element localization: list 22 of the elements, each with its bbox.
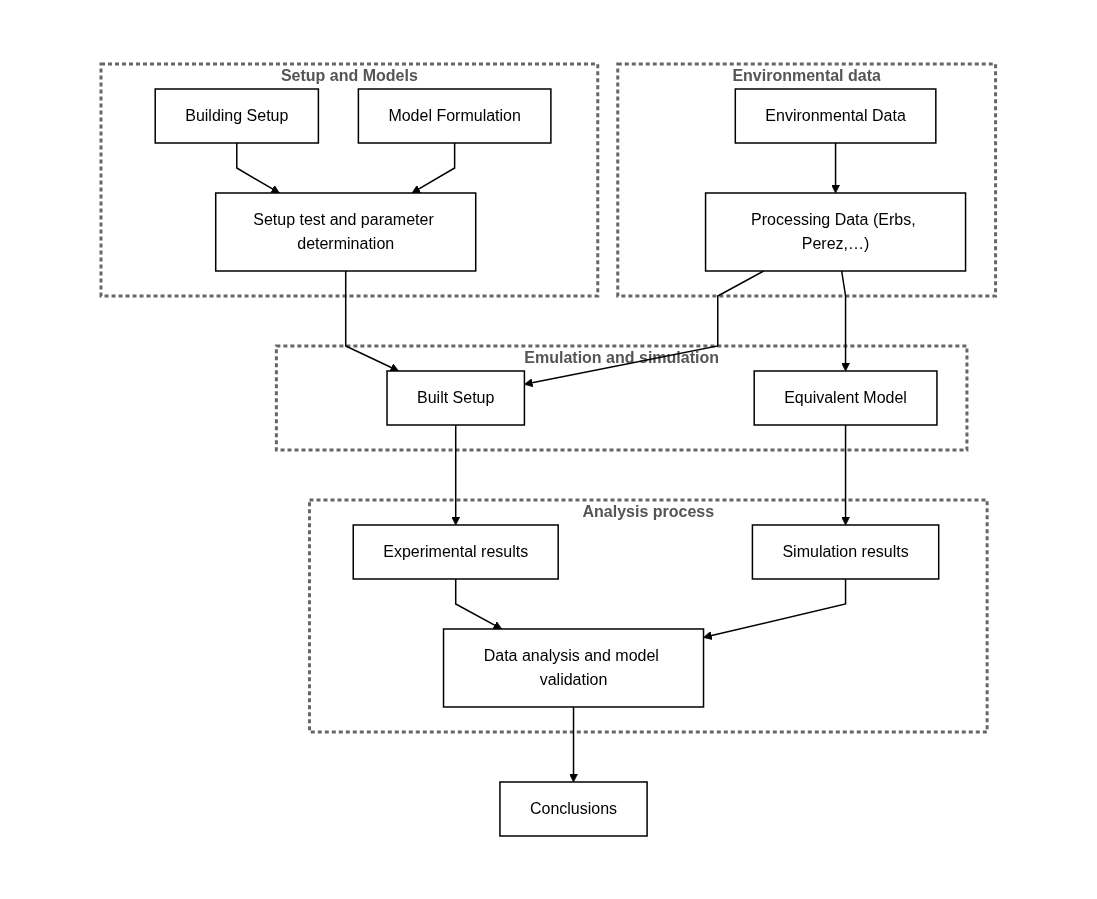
- node-box: Setup test and parameter determination: [215, 191, 477, 272]
- node-box: Experimental results: [352, 523, 560, 580]
- arrow: [831, 141, 841, 193]
- arrow: [451, 423, 461, 525]
- arrow: [455, 577, 503, 629]
- arrow: [411, 141, 456, 193]
- node-box: Environmental Data: [734, 87, 937, 144]
- node-box: Conclusions: [499, 780, 649, 837]
- node-box: Processing Data (Erbs, Perez,…): [705, 191, 967, 272]
- arrow: [569, 705, 579, 782]
- arrow: [345, 269, 400, 372]
- node-box: Built Setup: [386, 369, 526, 426]
- node-box: Equivalent Model: [753, 369, 938, 426]
- node-box: Data analysis and model validation: [443, 627, 705, 708]
- node-box: Building Setup: [154, 87, 320, 144]
- arrow: [841, 269, 851, 371]
- arrow: [841, 423, 851, 525]
- arrow: [703, 577, 847, 640]
- node-box: Model Formulation: [357, 87, 552, 144]
- arrow: [236, 141, 280, 193]
- node-box: Simulation results: [751, 523, 940, 580]
- arrow: [524, 269, 765, 387]
